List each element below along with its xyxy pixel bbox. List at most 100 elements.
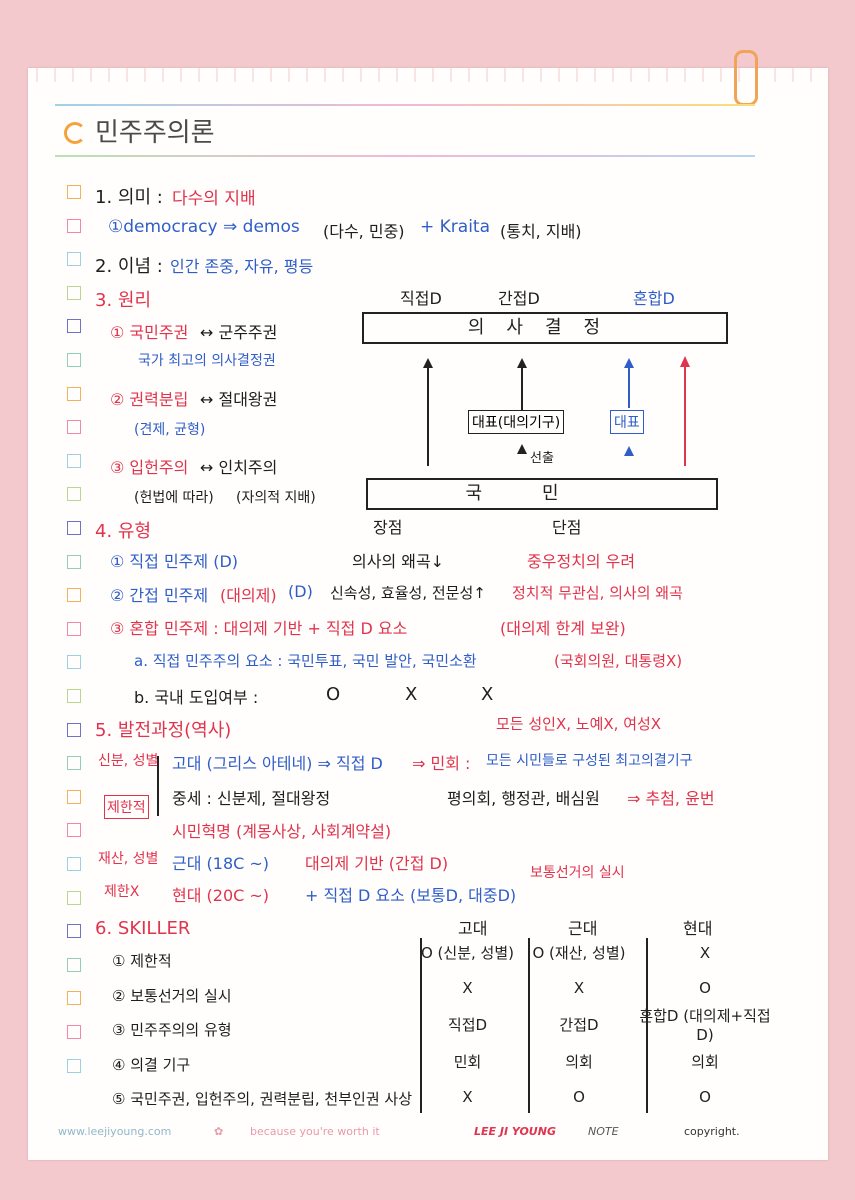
limit-label-2: 제한적 <box>104 795 149 819</box>
era-modern: 근대 (18C ~) <box>172 854 270 873</box>
s5-heading: 5. 발전과정(역사) <box>95 720 232 741</box>
type-3-note: (대의제 한계 보완) <box>500 619 626 638</box>
principle-3-note-a: (헌법에 따라) <box>134 490 214 506</box>
contemporary-elements: + 직접 D 요소 (보통D, 대중D) <box>305 886 517 905</box>
checkbox[interactable] <box>67 353 81 367</box>
checkbox[interactable] <box>67 218 81 233</box>
limit-label-3: 재산, 성별 <box>98 851 159 867</box>
checkbox[interactable] <box>67 252 81 267</box>
checkbox[interactable] <box>67 588 81 603</box>
table-cell: X <box>573 978 585 997</box>
skiller-row-label: ③ 민주주의의 유형 <box>112 1021 232 1039</box>
checkbox[interactable] <box>67 1058 81 1073</box>
type-3b: b. 국내 도입여부 : <box>134 688 259 707</box>
arrowhead-icon <box>680 356 690 367</box>
checkbox[interactable] <box>67 1025 81 1039</box>
footer-copyright: copyright. <box>684 1125 740 1138</box>
checkbox[interactable] <box>67 319 81 334</box>
type-2-pro: 신속성, 효율성, 전문성↑ <box>330 584 486 602</box>
checkbox[interactable] <box>67 386 81 401</box>
diagram-direct-label: 직접D <box>400 289 442 308</box>
s3-heading: 3. 원리 <box>95 290 152 311</box>
table-cell: O <box>699 1087 711 1106</box>
arrow-direct <box>427 366 429 466</box>
cons-header: 단점 <box>552 518 582 537</box>
s1-democracy: ①democracy ⇒ demos <box>108 217 300 237</box>
s2-text: 인간 존중, 자유, 평등 <box>170 257 314 276</box>
principle-3: ③ 입헌주의 <box>110 458 189 477</box>
era-contemporary: 현대 (20C ~) <box>172 886 270 905</box>
modern-basis: 대의제 기반 (간접 D) <box>305 854 449 873</box>
footer-site: www.leejiyoung.com <box>58 1125 172 1138</box>
checkbox[interactable] <box>67 857 81 871</box>
type-3: ③ 혼합 민주제 : 대의제 기반 + 직접 D 요소 <box>110 619 408 638</box>
assembly-definition: 모든 시민들로 구성된 최고의결기구 <box>486 753 693 769</box>
rep-assembly-box: 대표(대의기구) <box>468 410 565 434</box>
type-2-d: (D) <box>288 582 313 601</box>
skiller-row-label: ② 보통선거의 실시 <box>112 986 232 1005</box>
principle-2: ② 권력분립 <box>110 390 189 409</box>
table-cell: 혼합D (대의제+직접D) <box>639 1007 771 1044</box>
principle-1-note: 국가 최고의 의사결정권 <box>138 353 276 369</box>
principle-1-contrast: ↔ 군주주권 <box>200 323 278 342</box>
s1-kraita: + Kraita <box>420 217 491 237</box>
era-medieval: 중세 : 신분제, 절대왕정 <box>172 789 331 808</box>
checkbox[interactable] <box>67 554 81 569</box>
arrowhead-icon <box>517 444 527 454</box>
checkbox[interactable] <box>67 453 81 468</box>
citizens-bar: 국민 <box>366 478 718 510</box>
table-cell: 의회 <box>565 1053 593 1071</box>
principle-2-contrast: ↔ 절대왕권 <box>200 390 278 409</box>
swirl-icon <box>64 122 86 144</box>
election-label: 선출 <box>530 451 554 466</box>
checkbox[interactable] <box>67 285 81 300</box>
checkbox[interactable] <box>67 924 81 939</box>
checkbox[interactable] <box>67 487 81 502</box>
checkbox[interactable] <box>67 621 81 636</box>
medieval-bodies: 평의회, 행정관, 배심원 <box>447 789 600 808</box>
diagram-mixed-label: 혼합D <box>633 289 675 308</box>
arrow-mixed-rep <box>628 366 630 408</box>
table-cell: O <box>699 978 711 997</box>
s1-kraita-meaning: (통치, 지배) <box>500 222 582 241</box>
type-1-con: 중우정치의 우려 <box>527 552 636 571</box>
checkbox[interactable] <box>67 991 81 1006</box>
ancient-assembly: ⇒ 민회 : <box>412 754 471 773</box>
decision-bar: 의사결정 <box>362 312 728 344</box>
principle-3-contrast: ↔ 인치주의 <box>200 458 278 477</box>
type-2: ② 간접 민주제 <box>110 586 209 605</box>
s2-heading: 2. 이념 : <box>95 256 163 277</box>
col-contemporary: 현대 <box>683 919 713 938</box>
checkbox[interactable] <box>67 722 81 737</box>
s4-heading: 4. 유형 <box>95 521 152 542</box>
pros-header: 장점 <box>373 518 403 537</box>
civil-revolution: 시민혁명 (계몽사상, 사회계약설) <box>172 822 392 841</box>
arrow-indirect <box>521 366 523 410</box>
checkbox[interactable] <box>67 689 81 703</box>
arrowhead-icon <box>624 358 634 368</box>
checkbox[interactable] <box>67 420 81 435</box>
principle-1: ① 국민주권 <box>110 323 189 342</box>
checkbox[interactable] <box>67 957 81 972</box>
paperclip-icon <box>734 50 758 106</box>
checkbox[interactable] <box>67 521 81 535</box>
table-cell: 직접D <box>447 1016 488 1034</box>
page-title: 민주주의론 <box>95 118 215 148</box>
ancient-limit-note: 모든 성인X, 노예X, 여성X <box>496 715 662 733</box>
domestic-mixed: X <box>481 684 494 705</box>
table-row: O (신분, 성별)O (재산, 성별)X <box>415 935 772 970</box>
checkbox[interactable] <box>67 756 81 771</box>
checkbox[interactable] <box>67 823 81 838</box>
table-cell: 의회 <box>691 1053 719 1071</box>
checkbox[interactable] <box>67 655 81 670</box>
checkbox[interactable] <box>67 789 81 804</box>
arrowhead-icon <box>423 358 433 368</box>
era-ancient: 고대 (그리스 아테네) ⇒ 직접 D <box>172 754 383 773</box>
checkbox[interactable] <box>67 185 81 199</box>
skiller-row-label: ④ 의결 기구 <box>112 1055 191 1074</box>
limit-label-4: 제한X <box>104 884 140 900</box>
checkbox[interactable] <box>67 890 81 905</box>
